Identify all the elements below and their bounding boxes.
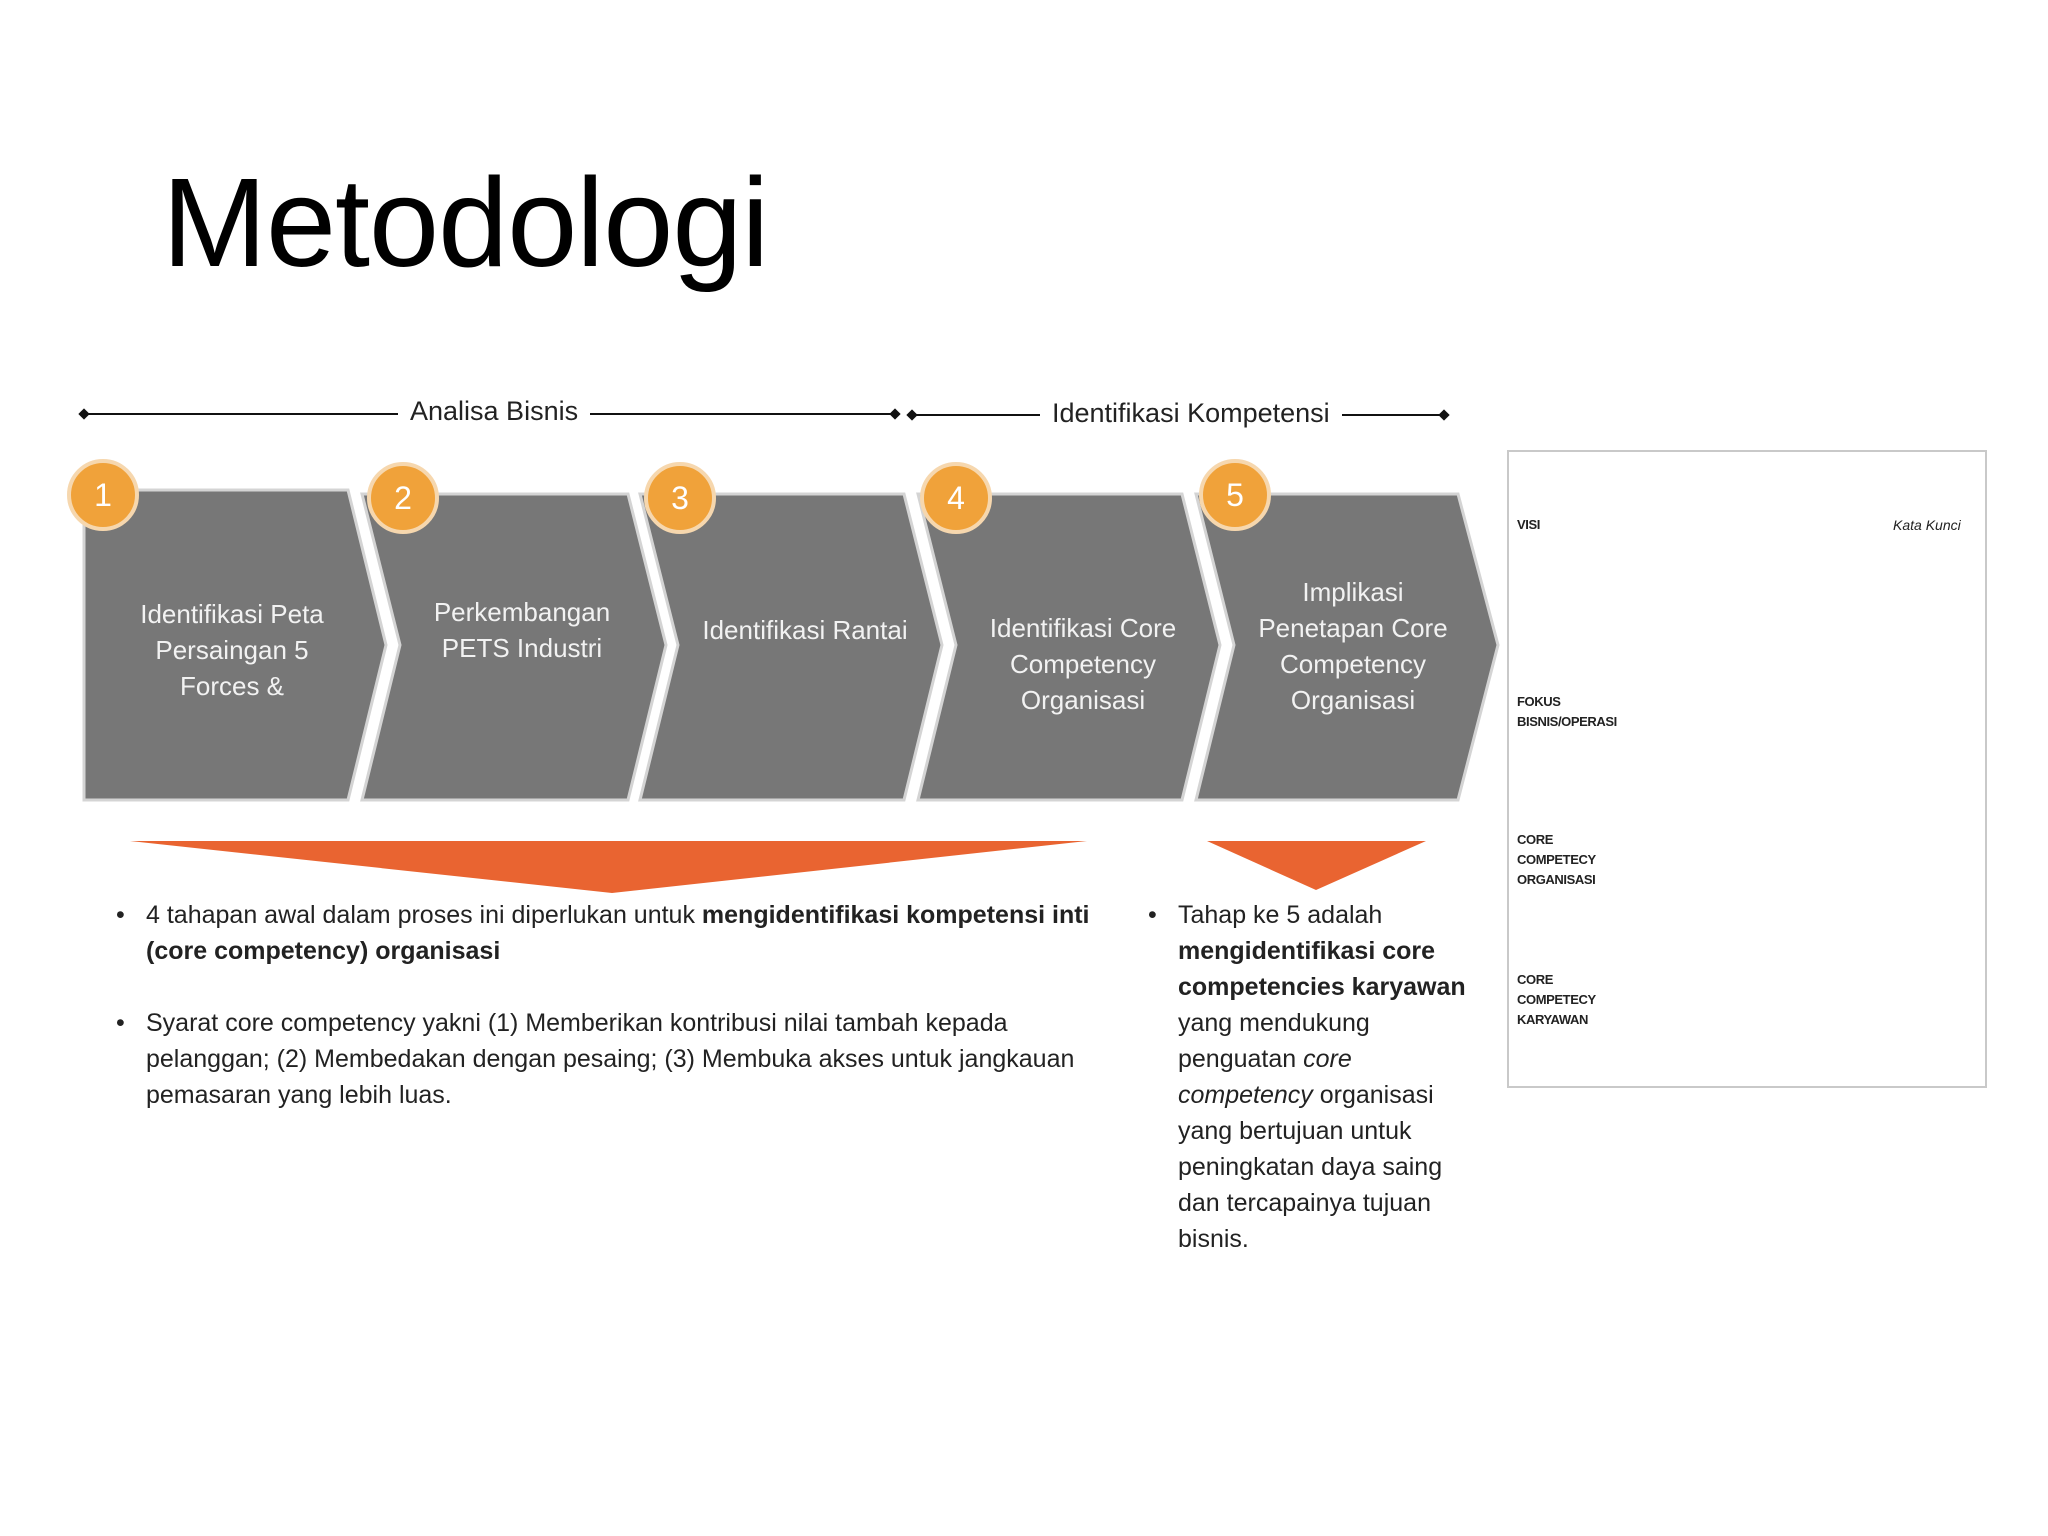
summary-arrow-right: [1207, 841, 1426, 890]
karyawan-node-2-label: Teamwork: [1749, 1000, 1819, 1016]
left-bullet-1-bold: mengidentifikasi kompetensi inti (core c…: [146, 901, 1090, 965]
right-bullet-italic: core competency: [1178, 1045, 1352, 1109]
step-label-4: Identifikasi Core Competency Organisasi: [989, 613, 1177, 715]
page-title: Metodologi: [162, 152, 769, 293]
step-number-2: 2: [394, 480, 412, 516]
step-number-5: 5: [1226, 477, 1244, 513]
step-number-1: 1: [94, 477, 112, 513]
diagram-label-core-karyawan: CORE COMPETECY KARYAWAN: [1517, 972, 1596, 1027]
step-badge-2: [367, 462, 439, 534]
left-bullet-1-text: 4 tahapan awal dalam proses ini diperluk…: [146, 901, 702, 929]
step-label-3: Identifikasi Rantai: [702, 615, 908, 645]
step-number-4: 4: [947, 480, 965, 516]
chevron-1: [82, 488, 388, 802]
left-bullet-1: 4 tahapan awal dalam proses ini diperluk…: [116, 897, 1096, 969]
step-badges: [67, 459, 1271, 534]
org-node-1-label: “Operational Excellence”: [1638, 830, 1730, 869]
step-number-3: 3: [671, 480, 689, 516]
chevron-4: [916, 492, 1222, 802]
right-bullet-bold: mengidentifikasi core competencies karya…: [1178, 937, 1466, 1001]
diagram-label-visi: VISI: [1517, 517, 1540, 532]
visi-item-3: • Organisasi Kelas Dunia: [1687, 539, 1832, 554]
phase-label-identifikasi: Identifikasi Kompetensi: [1040, 398, 1342, 429]
step-badge-5: [1199, 459, 1271, 531]
diagram-label-core-org: CORE COMPETECY ORGANISASI: [1517, 832, 1596, 887]
diagram-keyword: Kata Kunci: [1893, 517, 1961, 533]
chevron-5: [1194, 492, 1500, 802]
visi-item-2: • Pasar Global: [1718, 517, 1802, 532]
right-bullet: Tahap ke 5 adalah mengidentifikasi core …: [1148, 897, 1478, 1257]
left-bullet-2-text: Syarat core competency yakni (1) Memberi…: [146, 1009, 1075, 1109]
diagram-label-fokus: FOKUS BISNIS/OPERASI: [1517, 694, 1617, 729]
right-bullet-pre: Tahap ke 5 adalah: [1178, 901, 1383, 929]
visi-item-1: • Industri Alumina: [1709, 494, 1811, 509]
summary-arrow-left: [130, 841, 1087, 893]
step-label-2: Perkembangan PETS Industri: [433, 597, 611, 663]
chevron-3: [638, 492, 944, 802]
chevron-2: [360, 492, 668, 802]
org-node-2-label: “Environmentally Friendly”: [1779, 828, 1905, 867]
left-bullet-list: 4 tahapan awal dalam proses ini diperluk…: [116, 897, 1096, 1149]
step-badge-4: [920, 462, 992, 534]
fokus-node-label: FOKUS BISNIS: [1707, 691, 1815, 708]
right-bullet-post: organisasi yang bertujuan untuk peningka…: [1178, 1081, 1443, 1253]
step-badge-3: [644, 462, 716, 534]
process-chevrons: [82, 488, 1500, 802]
step-label-1: Identifikasi Peta Persaingan 5 Forces &: [140, 599, 324, 701]
right-bullet-mid: yang mendukung penguatan: [1178, 1009, 1370, 1073]
karyawan-node-3-label: Networking: [1871, 1000, 1949, 1016]
karyawan-node-1-label: Continual Improvement: [1610, 989, 1698, 1027]
phase-label-analisa: Analisa Bisnis: [398, 396, 591, 427]
right-bullet-list: Tahap ke 5 adalah mengidentifikasi core …: [1148, 897, 1478, 1293]
step-badge-1: [67, 459, 139, 531]
step-label-5: Implikasi Penetapan Core Competency Orga…: [1258, 577, 1448, 715]
competency-diagram: [1507, 450, 1987, 1088]
left-bullet-2: Syarat core competency yakni (1) Memberi…: [116, 1005, 1096, 1113]
